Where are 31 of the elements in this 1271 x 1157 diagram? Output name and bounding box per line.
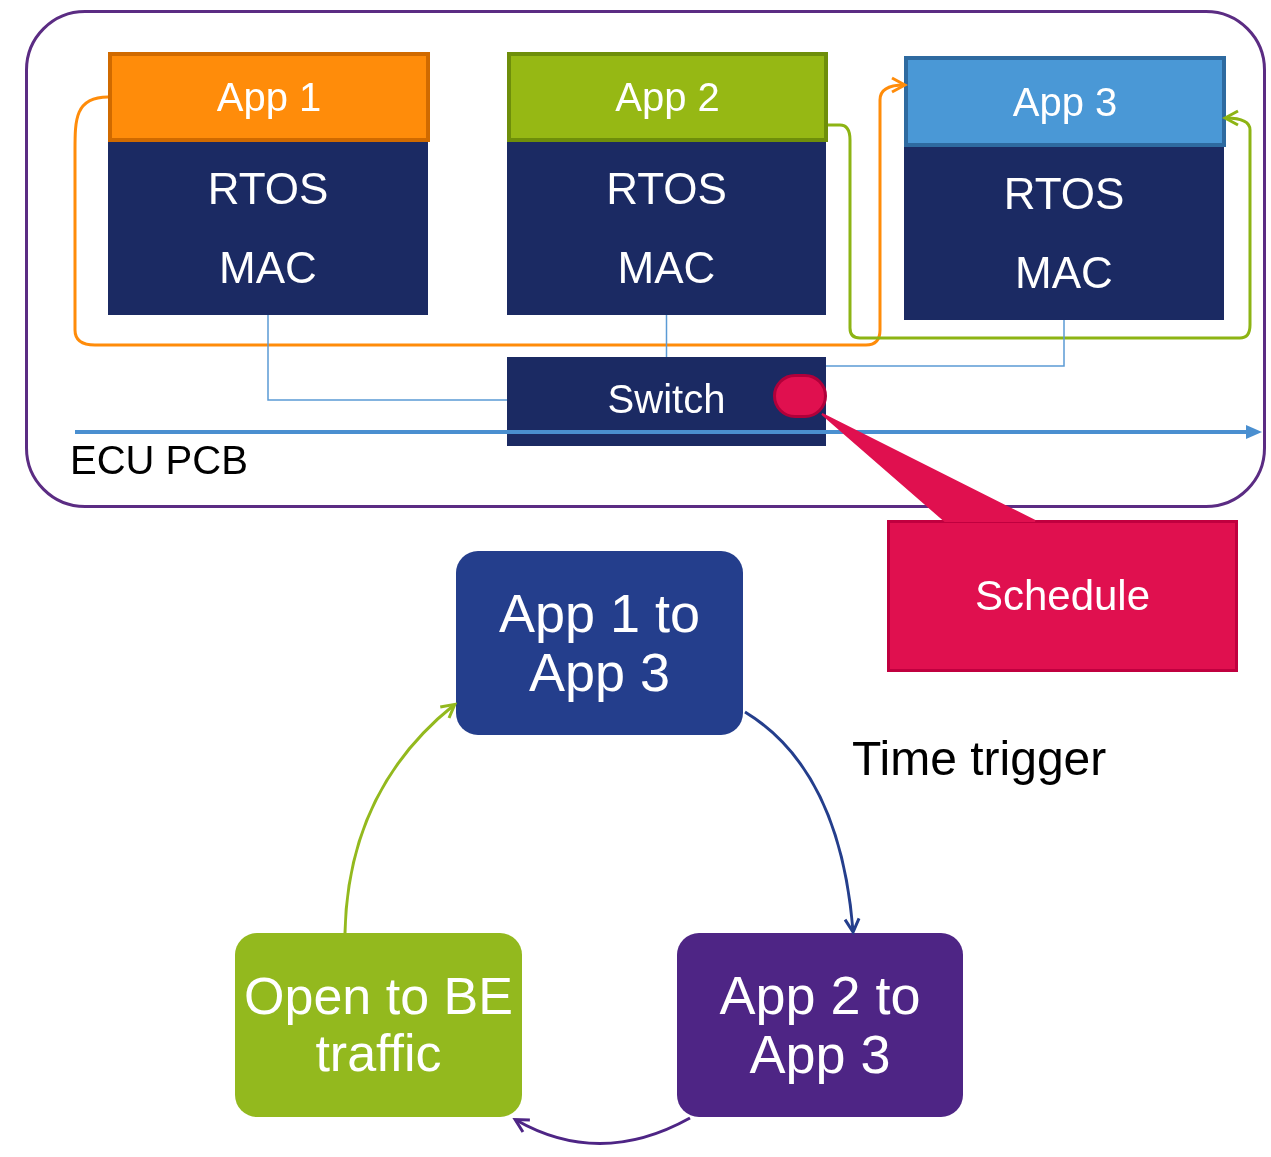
switch-box [507, 357, 826, 446]
node-label: RTOS [1003, 172, 1125, 217]
node-label: App 2 [615, 77, 720, 117]
arrow [744, 710, 861, 934]
callout-pointer [821, 413, 1036, 522]
node-label: Switch [607, 379, 726, 419]
arrow [73, 76, 907, 347]
app-box [507, 52, 828, 142]
node-label: Schedule [974, 575, 1151, 617]
node-label: RTOS [606, 167, 727, 212]
app-box [904, 56, 1226, 147]
node-label: App 1 to App 3 [497, 583, 702, 703]
stack-box [507, 142, 826, 315]
node-label: App 2 to App 3 [718, 965, 922, 1085]
node-label: MAC [1015, 250, 1113, 295]
node-label: Open to BE traffic [243, 967, 514, 1083]
node-label: App 3 [1012, 81, 1118, 122]
node-label: MAC [219, 245, 317, 290]
state-box [456, 551, 743, 735]
app-box [108, 52, 430, 142]
state-box [677, 933, 963, 1117]
state-box [235, 933, 522, 1117]
stack-box [904, 147, 1224, 320]
arrow [513, 1116, 691, 1145]
node-label: RTOS [207, 167, 329, 212]
node-label: App 1 [216, 77, 322, 117]
arrow [343, 702, 457, 934]
outer-board [25, 10, 1266, 508]
node-label: MAC [617, 245, 716, 290]
stack-box [108, 142, 428, 315]
board-label: ECU PCB [70, 440, 248, 480]
